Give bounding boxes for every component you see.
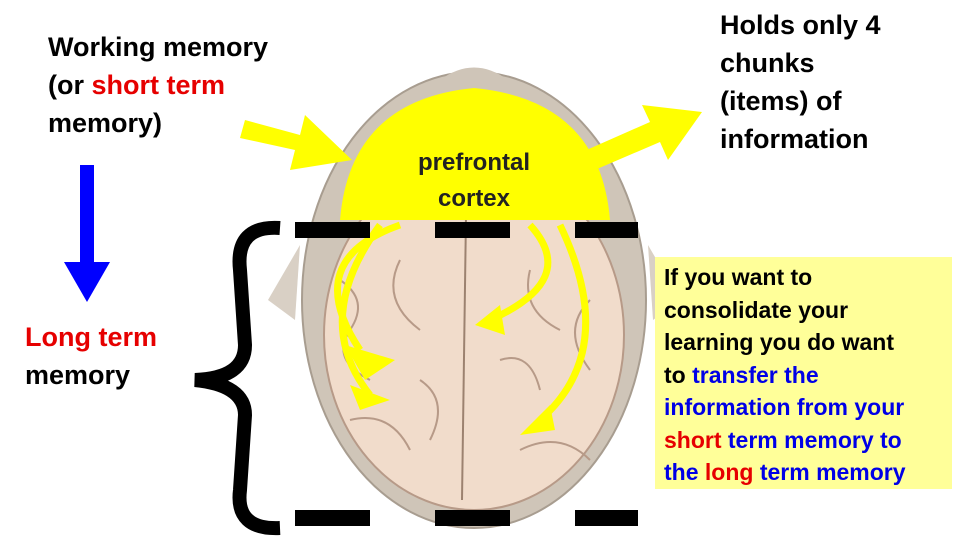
note-line: information from your [664,394,905,420]
note-text: to [664,361,693,388]
yellow-arrows [240,105,702,172]
flow-arrows [334,221,590,423]
prefrontal-region [340,88,610,220]
holds-line2: chunks [720,48,815,78]
cortex-text: cortex [437,185,511,212]
working-memory-label: Working memory (or short term memory) [48,28,268,142]
note-text: term memory to [721,426,902,453]
nose [440,67,508,80]
text: (or [48,70,92,100]
holds-chunks-label: Holds only 4 chunks (items) of informati… [720,6,881,158]
note-line: If you want to [664,264,813,290]
left-ear [268,245,300,320]
dashed-lines [295,222,638,526]
curly-brace [194,220,281,536]
memory-text: memory [25,360,131,390]
note-text: the [664,459,705,485]
note-text: short [664,426,722,453]
note-text: term memory [753,459,906,485]
note-text: long [704,459,754,485]
prefrontal-text: prefrontal [417,149,530,176]
working-memory-line3: memory) [48,108,163,138]
note-line: learning you do want [664,329,895,355]
holds-line1: Holds only 4 [720,10,881,40]
blue-down-arrow [64,165,110,302]
long-term-text: Long term [25,322,157,352]
note-text: transfer the [692,361,819,388]
note-line: consolidate your [664,296,849,323]
short-term-text: short term [91,70,226,100]
prefrontal-cortex-label: prefrontal cortex [374,145,574,217]
brain-fissure [461,214,467,501]
holds-line3: (items) of [720,86,842,116]
consolidation-note: If you want to consolidate your learning… [655,257,952,489]
holds-line4: information [720,124,869,154]
brain-folds [339,259,591,461]
long-term-memory-label: Long term memory [25,318,157,394]
working-memory-line1: Working memory [48,32,269,62]
